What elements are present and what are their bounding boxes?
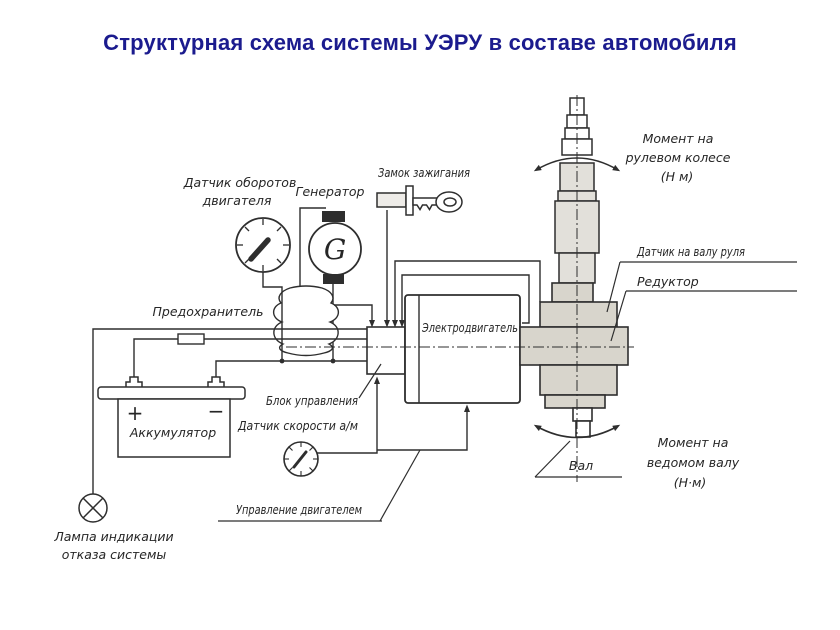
control-unit-block [366, 326, 406, 375]
leader-motor-control [379, 449, 421, 522]
battery-lid [97, 386, 246, 400]
wires [92, 210, 541, 494]
battery-body [117, 398, 231, 458]
lamp-cross [82, 497, 104, 519]
torque-driven-label-1: Момент на [658, 435, 729, 450]
output-shaft [572, 407, 593, 422]
key-head-hole [443, 197, 457, 207]
electric-motor-block: Электродвигатель [404, 294, 521, 404]
output-shaft-tip [575, 420, 591, 438]
failure-lamp-symbol [78, 493, 108, 523]
speed-sensor-dial [283, 441, 319, 477]
generator-symbol: G [308, 211, 362, 284]
reducer-label: Редуктор [637, 274, 699, 289]
battery-label: Аккумулятор [129, 425, 216, 440]
harness-bellows [272, 285, 340, 357]
page-title: Структурная схема системы УЭРУ в составе… [103, 30, 737, 55]
torque-wheel-label-1: Момент на [643, 131, 714, 146]
engine-speed-sensor-label-1: Датчик оборотов [183, 175, 297, 190]
battery-symbol: + − Аккумулятор [97, 376, 246, 458]
wire-lamp-loop [92, 328, 367, 494]
wire-harness-to-unit [334, 304, 375, 328]
lock-barrel [376, 192, 407, 208]
fuse-label: Предохранитель [153, 304, 264, 319]
wire-shaft-sensor-inner [399, 274, 530, 328]
failure-lamp-label-1: Лампа индикации [53, 529, 173, 544]
battery-terminal-plus [125, 376, 143, 387]
generator-letter: G [324, 233, 346, 266]
shaft-label: Вал [569, 458, 593, 473]
dial-ticks [284, 442, 318, 476]
leader-reducer [610, 290, 627, 342]
control-unit-label: Блок управления [266, 393, 358, 408]
wire-battery-minus [215, 360, 367, 381]
fuse-symbol [177, 333, 205, 345]
ignition-lock-symbol [376, 185, 463, 216]
motor-control-label: Управление двигателем [236, 502, 362, 517]
lock-plate [405, 185, 414, 216]
wire-generator-top [299, 207, 326, 292]
leader-lines [218, 261, 797, 522]
torque-driven-label-3: (Н·м) [674, 475, 707, 490]
motor-label: Электродвигатель [421, 320, 518, 335]
battery-plus-sign: + [127, 401, 144, 425]
torque-wheel-label-2: рулевом колесе [625, 150, 731, 165]
leader-control-unit [358, 363, 382, 399]
wire-fuse-line [133, 338, 367, 381]
battery-minus-sign: − [208, 399, 225, 423]
generator-brush-bottom [323, 274, 344, 284]
leader-shaft-sensor [606, 261, 621, 313]
wire-tachometer [262, 272, 283, 361]
shaft-sensor-label: Датчик на валу руля [636, 244, 745, 259]
engine-speed-sensor-dial [235, 217, 291, 273]
wire-motor-control [377, 404, 470, 451]
dial-needle [248, 237, 271, 262]
dial-needle [292, 450, 308, 469]
key-shaft [412, 197, 438, 211]
wire-shaft-sensor-outer [392, 260, 541, 328]
speed-sensor-label: Датчик скорости а/м [237, 418, 358, 433]
torque-driven-label-2: ведомом валу [647, 455, 740, 470]
failure-lamp-label-2: отказа системы [62, 547, 167, 562]
generator-brush-top [322, 211, 345, 222]
ignition-lock-label: Замок зажигания [378, 165, 470, 180]
junction-dot [279, 358, 285, 364]
battery-terminal-minus [207, 376, 225, 387]
torque-wheel-label-3: (Н м) [661, 169, 694, 184]
wire-speed-sensor [317, 376, 380, 454]
junction-dot [330, 358, 336, 364]
generator-label: Генератор [296, 184, 365, 199]
labels: Датчик оборотов двигателя Генератор Замо… [53, 131, 745, 562]
leader-shaft [534, 440, 571, 478]
reducer-block [519, 282, 629, 438]
engine-speed-sensor-label-2: двигателя [202, 193, 272, 208]
